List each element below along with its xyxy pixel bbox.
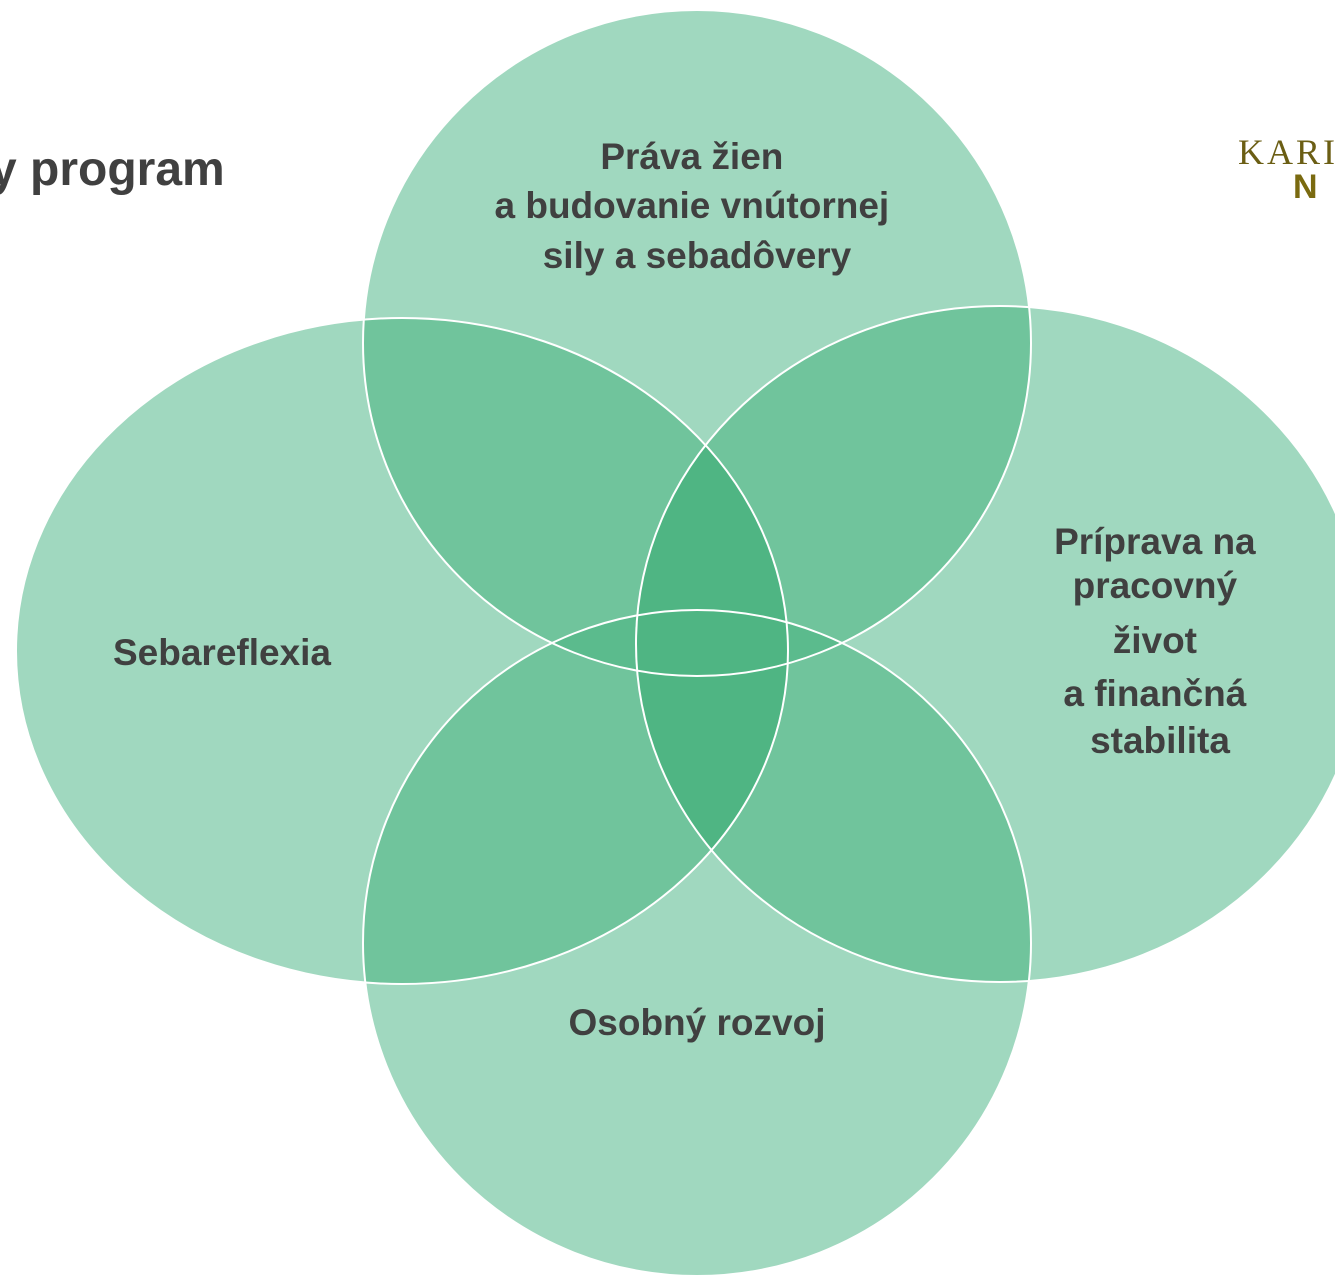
outline-bottom [362,609,1032,1277]
label-top-line: Práva žien [600,136,783,177]
label-bottom: Osobný rozvoj [569,1002,826,1043]
circle-outlines [15,9,1335,1277]
label-top: Práva žien a budovanie vnútornej sily a … [495,136,900,276]
label-top-line: sily a sebadôvery [543,235,852,276]
label-left: Sebareflexia [113,632,331,673]
label-right-line: a finančná [1063,673,1246,714]
logo-text-line1: KARI [1238,132,1335,172]
label-right-line: Príprava na [1054,521,1256,562]
label-left-line: Sebareflexia [113,632,331,673]
label-top-line: a budovanie vnútornej [495,185,890,226]
label-right: Príprava na pracovný život a finančná st… [1054,521,1266,761]
logo-text-line2: N [1293,168,1318,206]
slide-title: y program [0,143,225,196]
label-right-line: život [1113,620,1197,661]
outline-right [635,305,1335,983]
label-bottom-line: Osobný rozvoj [569,1002,826,1043]
outline-left [15,317,789,985]
outline-top [362,9,1032,677]
brand-logo: KARI N [1238,134,1335,204]
label-right-line: stabilita [1090,720,1230,761]
label-right-line: pracovný [1073,565,1238,606]
